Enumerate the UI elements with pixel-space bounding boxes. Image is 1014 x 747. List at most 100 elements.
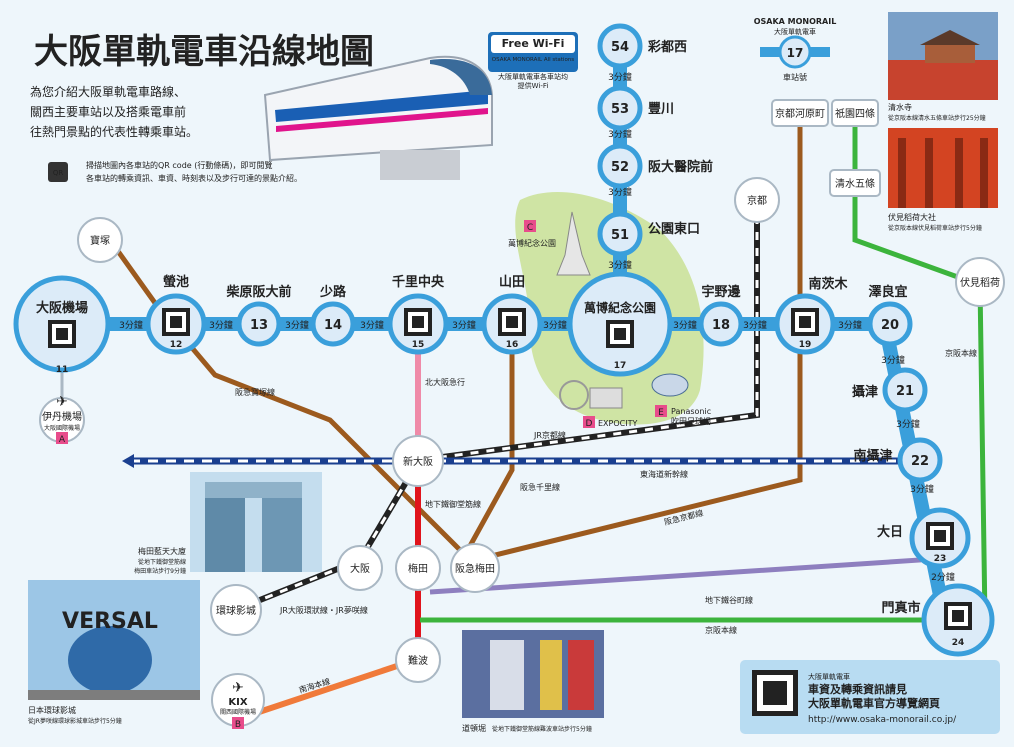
svg-text:吹田足球場: 吹田足球場 bbox=[671, 416, 711, 426]
station-name: 千里中央 bbox=[392, 274, 445, 290]
svg-text:OSAKA MONORAIL All stations: OSAKA MONORAIL All stations bbox=[492, 57, 575, 63]
photo-kiyomizu: 清水寺 從京阪本線清水五條車站步行25分鐘 bbox=[888, 12, 998, 122]
ferris-wheel-icon bbox=[559, 380, 589, 410]
station-name: 山田 bbox=[499, 274, 525, 290]
station-name: 阪急梅田 bbox=[455, 562, 495, 575]
station-senri-chuo[interactable]: 15 bbox=[387, 293, 449, 355]
travel-time-label: 3分鐘 bbox=[608, 71, 632, 83]
station-umeda[interactable]: 梅田 bbox=[395, 545, 441, 591]
intro-line: 關西主要車站以及搭乘電車前 bbox=[30, 104, 186, 119]
station-settsu[interactable]: 21 bbox=[882, 367, 928, 413]
station-namba[interactable]: 難波 bbox=[395, 637, 441, 683]
line-label: 北大阪急行 bbox=[425, 377, 465, 387]
info-box[interactable]: 大阪單軌電車 車資及轉乘資訊請見 大阪單軌電車官方導覽網頁 http://www… bbox=[740, 660, 1000, 734]
station-name: 大阪機場 bbox=[36, 300, 88, 316]
info-line: 大阪單軌電車官方導覽網頁 bbox=[808, 696, 940, 710]
travel-time-label: 3分鐘 bbox=[910, 483, 934, 495]
intro-line: 往熱門景點的代表性轉乘車站。 bbox=[30, 124, 198, 139]
station-kyoto[interactable]: 京都 bbox=[734, 177, 780, 223]
svg-text:清水寺: 清水寺 bbox=[888, 102, 912, 112]
station-kadoma-shi[interactable]: 24 bbox=[921, 583, 995, 657]
airport-itami[interactable]: ✈ 伊丹機場 大阪國際機場 A bbox=[39, 394, 85, 445]
station-number-legend: OSAKA MONORAIL 大阪單軌電車 17 車站號 bbox=[754, 17, 837, 82]
page-title: 大阪單軌電車沿線地圖 bbox=[34, 32, 374, 72]
expocity-building-icon bbox=[589, 387, 623, 409]
station-name: 螢池 bbox=[163, 274, 189, 290]
travel-time-label: 3分鐘 bbox=[543, 319, 567, 331]
airport-kix[interactable]: ✈ KIX 關西國際機場 B bbox=[211, 673, 265, 730]
svg-text:大阪單軌電車各車站均: 大阪單軌電車各車站均 bbox=[498, 72, 568, 81]
svg-text:從地下鐵御堂筋線: 從地下鐵御堂筋線 bbox=[138, 558, 186, 566]
station-gion-shijo[interactable]: 祇園四條 bbox=[831, 99, 879, 127]
airport-name: 伊丹機場 bbox=[42, 410, 82, 423]
line-label: 阪急千里線 bbox=[520, 482, 560, 492]
station-takarazuka[interactable]: 寶塚 bbox=[77, 217, 123, 263]
station-kiyomizu-gojo[interactable]: 清水五條 bbox=[829, 169, 881, 197]
station-minami-settsu[interactable]: 22 bbox=[897, 437, 943, 483]
info-url[interactable]: http://www.osaka-monorail.co.jp/ bbox=[808, 715, 957, 725]
photo-dotonbori: 道頓堀 從地下鐵御堂筋線難波車站步行5分鐘 bbox=[462, 630, 604, 733]
station-shoji[interactable]: 14 bbox=[310, 301, 356, 347]
station-toyokawa[interactable]: 53 bbox=[597, 85, 643, 131]
station-number: 21 bbox=[896, 384, 914, 399]
travel-time-label: 2分鐘 bbox=[931, 571, 955, 583]
qr-badge-icon: QR bbox=[48, 162, 68, 182]
svg-text:Free Wi-Fi: Free Wi-Fi bbox=[502, 37, 565, 50]
station-hotarugaike[interactable]: 12 bbox=[145, 293, 207, 355]
station-hankyu-umeda[interactable]: 阪急梅田 bbox=[450, 543, 500, 593]
station-unobe[interactable]: 18 bbox=[698, 301, 744, 347]
line-label: JR大阪環狀線・JR夢咲線 bbox=[279, 605, 368, 615]
station-shibahara[interactable]: 13 bbox=[236, 301, 282, 347]
station-saito-nishi[interactable]: 54 bbox=[597, 23, 643, 69]
station-name: 阪大醫院前 bbox=[648, 159, 713, 175]
line-jr-kyoto-inner bbox=[419, 200, 759, 462]
station-name: 南攝津 bbox=[853, 448, 892, 464]
travel-time-label: 3分鐘 bbox=[838, 319, 862, 331]
station-sawaragi[interactable]: 20 bbox=[867, 301, 913, 347]
station-minami-ibaraki[interactable]: 19 bbox=[774, 293, 836, 355]
station-banpaku-kinen-koen[interactable]: 萬博紀念公園 17 bbox=[567, 271, 673, 377]
station-name: 攝津 bbox=[852, 384, 878, 400]
station-name: 清水五條 bbox=[835, 177, 875, 190]
station-shin-osaka[interactable]: 新大阪 bbox=[392, 435, 444, 487]
svg-text:道頓堀: 道頓堀 bbox=[462, 723, 486, 733]
travel-time-label: 3分鐘 bbox=[119, 319, 143, 331]
monorail-train-illustration bbox=[263, 55, 493, 180]
station-osaka[interactable]: 大阪 bbox=[337, 545, 383, 591]
station-number: 12 bbox=[170, 340, 183, 350]
photo-usj: VERSAL 日本環球影城 從JR夢咲線環球影城車站步行5分鐘 bbox=[28, 580, 200, 725]
station-number: 52 bbox=[611, 160, 629, 175]
airport-badge: A bbox=[59, 435, 66, 445]
station-fushimi-inari[interactable]: 伏見稻荷 bbox=[955, 257, 1005, 307]
station-koen-higashiguchi[interactable]: 51 bbox=[597, 211, 643, 257]
line-nankai bbox=[249, 657, 416, 718]
station-name: 萬博紀念公園 bbox=[584, 300, 656, 315]
tower-of-sun-icon bbox=[556, 211, 591, 276]
station-name: 新大阪 bbox=[403, 455, 433, 468]
station-osaka-airport[interactable]: 大阪機場 11 bbox=[13, 275, 111, 375]
station-number: 19 bbox=[799, 340, 812, 350]
station-universal-city[interactable]: 環球影城 bbox=[210, 584, 262, 636]
line-label: 京阪本線 bbox=[705, 625, 737, 635]
station-name: 伏見稻荷 bbox=[960, 276, 1000, 289]
station-name: 京都河原町 bbox=[775, 107, 825, 120]
station-kyoto-kawaramachi[interactable]: 京都河原町 bbox=[771, 99, 829, 127]
line-hankyu-takarazuka bbox=[107, 238, 467, 557]
info-line: 車資及轉乘資訊請見 bbox=[808, 682, 907, 696]
station-name: 門真市 bbox=[881, 600, 920, 616]
svg-text:從京阪本線伏見稻荷車站步行5分鐘: 從京阪本線伏見稻荷車站步行5分鐘 bbox=[888, 224, 982, 232]
station-name: 少路 bbox=[319, 284, 347, 300]
station-yamada[interactable]: 16 bbox=[481, 293, 543, 355]
info-brand: 大阪單軌電車 bbox=[808, 672, 850, 681]
station-dainichi[interactable]: 23 bbox=[909, 507, 971, 569]
svg-text:17: 17 bbox=[787, 46, 804, 60]
svg-text:日本環球影城: 日本環球影城 bbox=[28, 705, 76, 715]
svg-text:從JR夢咲線環球影城車站步行5分鐘: 從JR夢咲線環球影城車站步行5分鐘 bbox=[28, 717, 122, 725]
station-name: 梅田 bbox=[408, 562, 428, 575]
line-label: 地下鐵御堂筋線 bbox=[425, 499, 481, 509]
line-hankyu-senri bbox=[462, 345, 515, 557]
station-handai-byoin-mae[interactable]: 52 bbox=[597, 143, 643, 189]
station-number: 24 bbox=[952, 638, 965, 648]
svg-text:萬博紀念公園: 萬博紀念公園 bbox=[508, 238, 556, 248]
svg-text:提供Wi-Fi: 提供Wi-Fi bbox=[518, 81, 549, 90]
